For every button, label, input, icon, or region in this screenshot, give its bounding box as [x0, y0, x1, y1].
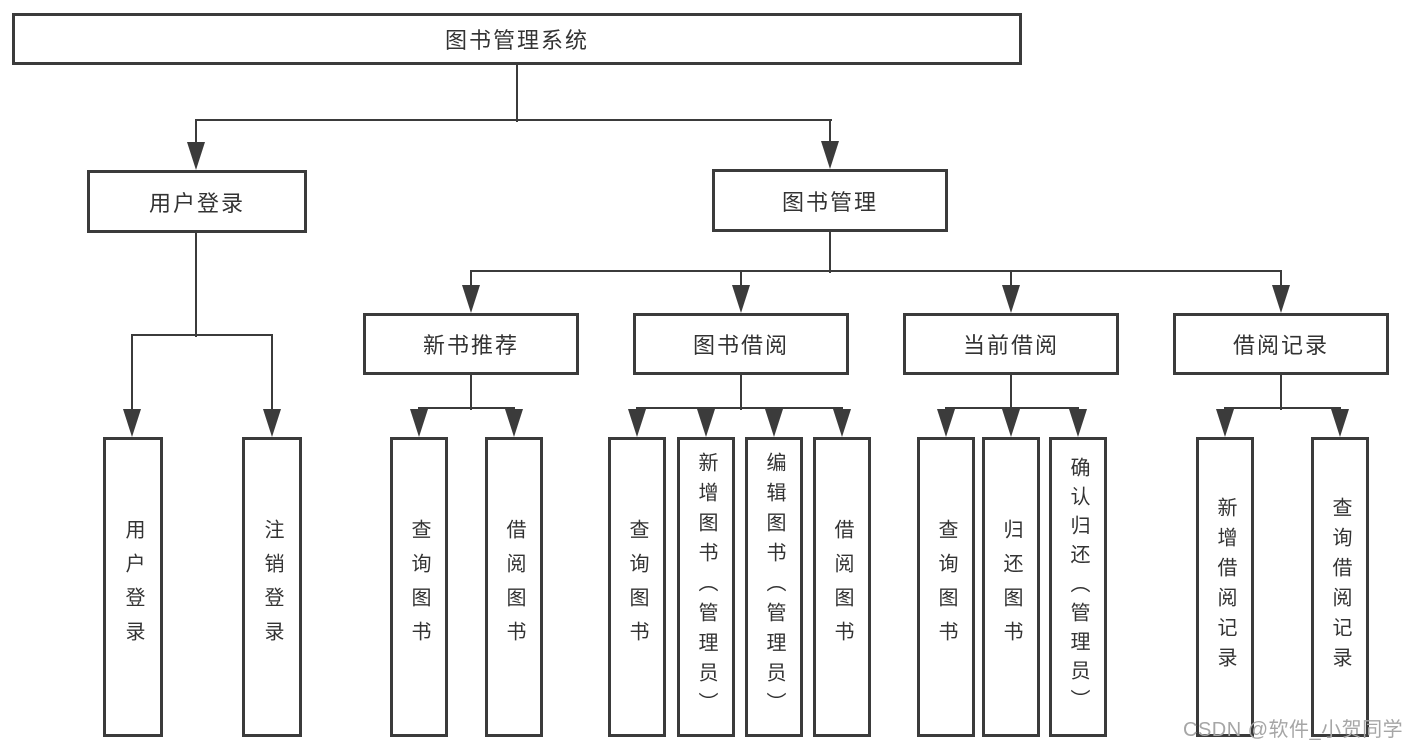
connector-line — [195, 233, 197, 337]
node-leaf-query-books-2: 查询图书 — [608, 437, 666, 737]
node-leaf-edit-book-admin: 编辑图书（管理员） — [745, 437, 803, 737]
connector-arrowhead — [1002, 409, 1020, 437]
node-borrow-records: 借阅记录 — [1173, 313, 1389, 375]
connector-line — [470, 375, 472, 410]
node-leaf-borrow-books-1: 借阅图书 — [485, 437, 543, 737]
connector-arrowhead — [765, 409, 783, 437]
connector-line — [195, 119, 832, 121]
connector-arrowhead — [821, 141, 839, 169]
connector-line — [740, 271, 742, 290]
connector-line — [740, 375, 742, 410]
connector-line — [418, 407, 515, 409]
node-leaf-user-login: 用户登录 — [103, 437, 163, 737]
node-book-management: 图书管理 — [712, 169, 948, 232]
leaf-label: 查询借阅记录 — [1329, 497, 1351, 677]
node-leaf-return-book: 归还图书 — [982, 437, 1040, 737]
node-book-borrowing: 图书借阅 — [633, 313, 849, 375]
connector-line — [470, 271, 472, 290]
leaf-label: 查询图书 — [408, 519, 430, 655]
node-leaf-add-book-admin: 新增图书（管理员） — [677, 437, 735, 737]
connector-line — [1224, 407, 1341, 409]
connector-line — [195, 120, 197, 146]
connector-arrowhead — [628, 409, 646, 437]
connector-line — [1010, 271, 1012, 290]
leaf-label: 新增借阅记录 — [1214, 497, 1236, 677]
node-leaf-borrow-books-2: 借阅图书 — [813, 437, 871, 737]
connector-arrowhead — [505, 409, 523, 437]
connector-line — [516, 65, 518, 122]
node-current-borrowing: 当前借阅 — [903, 313, 1119, 375]
leaf-label: 借阅图书 — [503, 519, 525, 655]
connector-line — [945, 407, 1079, 409]
connector-arrowhead — [833, 409, 851, 437]
node-leaf-query-borrow-record: 查询借阅记录 — [1311, 437, 1369, 737]
connector-arrowhead — [263, 409, 281, 437]
connector-line — [1010, 375, 1012, 410]
connector-arrowhead — [937, 409, 955, 437]
connector-arrowhead — [1331, 409, 1349, 437]
leaf-label: 归还图书 — [1000, 519, 1022, 655]
leaf-label: 查询图书 — [626, 519, 648, 655]
connector-line — [131, 335, 133, 414]
connector-arrowhead — [1002, 285, 1020, 313]
connector-arrowhead — [123, 409, 141, 437]
connector-arrowhead — [1216, 409, 1234, 437]
connector-arrowhead — [410, 409, 428, 437]
csdn-watermark: CSDN @软件_小贺同学 — [1183, 719, 1404, 741]
connector-line — [470, 270, 1282, 272]
connector-arrowhead — [1069, 409, 1087, 437]
connector-line — [1280, 375, 1282, 410]
node-user-login: 用户登录 — [87, 170, 307, 233]
leaf-label: 查询图书 — [935, 519, 957, 655]
node-library-management-system: 图书管理系统 — [12, 13, 1022, 65]
node-leaf-confirm-return-admin: 确认归还（管理员） — [1049, 437, 1107, 737]
node-leaf-query-books-3: 查询图书 — [917, 437, 975, 737]
node-leaf-logout: 注销登录 — [242, 437, 302, 737]
connector-arrowhead — [697, 409, 715, 437]
connector-arrowhead — [462, 285, 480, 313]
connector-line — [829, 232, 831, 273]
node-new-book-recommend: 新书推荐 — [363, 313, 579, 375]
node-leaf-add-borrow-record: 新增借阅记录 — [1196, 437, 1254, 737]
connector-arrowhead — [187, 142, 205, 170]
leaf-label: 借阅图书 — [831, 519, 853, 655]
connector-arrowhead — [732, 285, 750, 313]
connector-arrowhead — [1272, 285, 1290, 313]
node-leaf-query-books-1: 查询图书 — [390, 437, 448, 737]
connector-line — [636, 407, 843, 409]
leaf-label: 编辑图书（管理员） — [763, 452, 785, 722]
leaf-label: 注销登录 — [261, 519, 283, 655]
connector-line — [131, 334, 273, 336]
leaf-label: 用户登录 — [122, 519, 144, 655]
leaf-label: 新增图书（管理员） — [695, 452, 717, 722]
connector-line — [829, 120, 831, 146]
connector-line — [1280, 271, 1282, 290]
leaf-label: 确认归还（管理员） — [1067, 456, 1089, 718]
connector-line — [271, 335, 273, 414]
